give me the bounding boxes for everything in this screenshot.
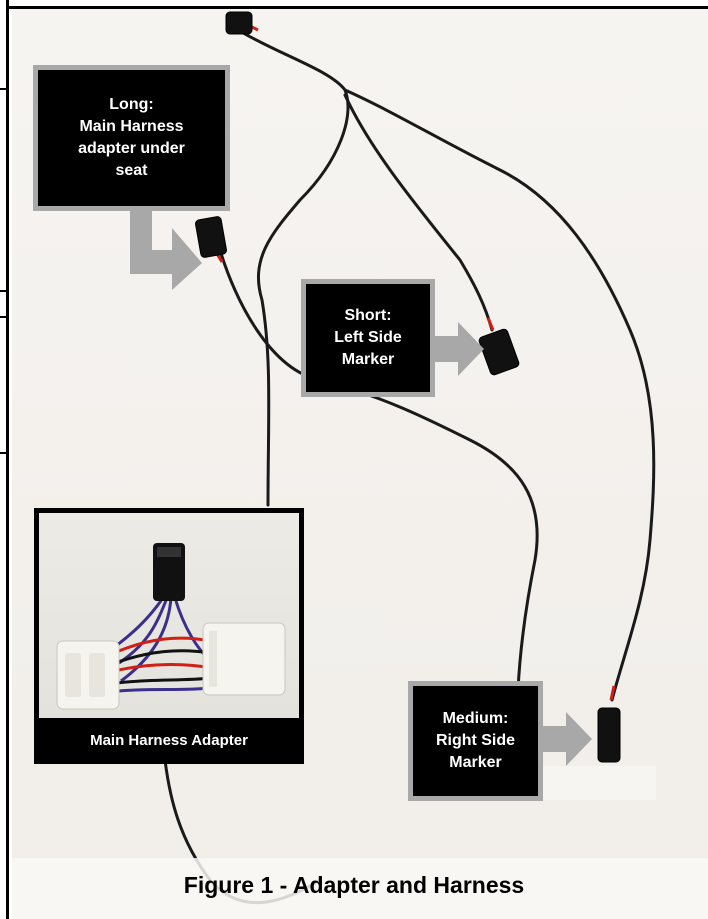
arrow-medium-icon (542, 712, 592, 766)
inset-adapter: Main Harness Adapter (34, 508, 304, 764)
label-short-text: Short: Left Side Marker (334, 307, 402, 368)
adapter-illustration (56, 543, 286, 710)
frame-tick-3 (0, 316, 8, 318)
label-long-text: Long: Main Harness adapter under seat (78, 96, 185, 179)
frame-tick-4 (0, 452, 8, 454)
inset-adapter-photo (39, 513, 299, 718)
figure-caption: Figure 1 - Adapter and Harness (183, 872, 525, 898)
cable-trunk (236, 28, 350, 507)
caption-band (12, 858, 708, 919)
connector-long (195, 216, 227, 258)
label-medium-text: Medium: Right Side Marker (435, 710, 516, 771)
arrow-short-icon (434, 322, 484, 376)
connector-medium (597, 707, 621, 763)
wire-tip-medium (609, 685, 616, 701)
connector-short (478, 328, 520, 376)
wire-tip-short (486, 317, 495, 331)
connector-top (225, 11, 253, 35)
frame-line-top (6, 6, 708, 9)
label-short: Short: Left Side Marker (301, 279, 435, 397)
cable-medium (343, 88, 656, 702)
frame-line-left (6, 0, 9, 919)
frame-tick-2 (0, 290, 8, 292)
cable-short (343, 93, 494, 332)
inset-caption: Main Harness Adapter (90, 732, 248, 749)
arrow-long-icon (130, 206, 202, 290)
cable-long (218, 248, 539, 692)
frame-tick-1 (0, 88, 8, 90)
label-long: Long: Main Harness adapter under seat (33, 65, 230, 211)
label-medium: Medium: Right Side Marker (408, 681, 543, 801)
